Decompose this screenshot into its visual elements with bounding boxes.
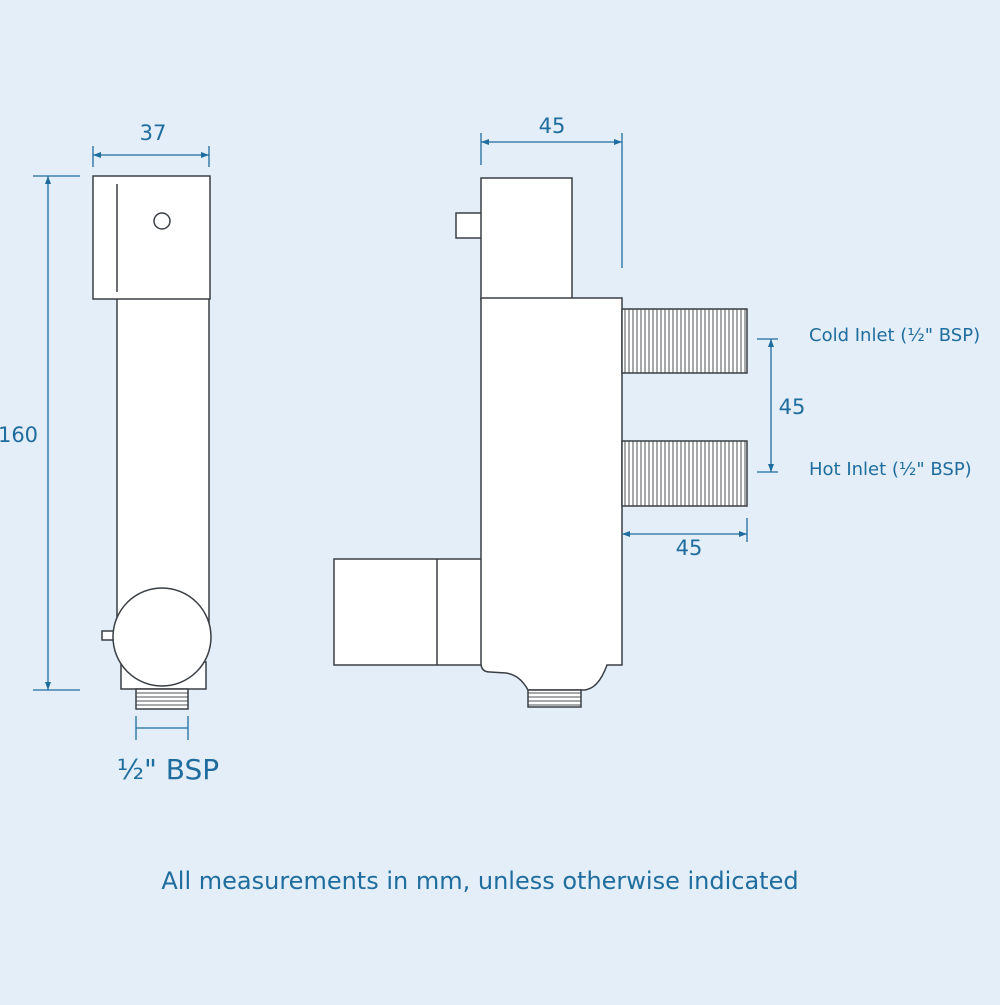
front-outlet-thread [135, 688, 189, 710]
side-head [480, 177, 573, 301]
front-knob [112, 587, 212, 687]
outlet-thread-label: ½" BSP [117, 753, 219, 786]
inlet-spacing-label: 45 [779, 395, 806, 419]
side-outlet-thread [527, 689, 582, 708]
side-handle [333, 558, 483, 666]
cold-inlet-thread [621, 308, 748, 374]
front-head-hole [153, 212, 171, 230]
side-stub [455, 212, 483, 239]
footnote: All measurements in mm, unless otherwise… [161, 867, 798, 895]
front-body [116, 297, 210, 634]
side-dimensions [480, 133, 778, 542]
hot-inlet-thread [621, 440, 748, 507]
cold-inlet-label: Cold Inlet (½" BSP) [809, 325, 980, 346]
front-view [92, 175, 212, 710]
side-view [333, 177, 748, 708]
inlet-length-label: 45 [676, 536, 703, 560]
front-width-label: 37 [140, 121, 167, 145]
front-head [92, 175, 211, 300]
front-dimensions [33, 146, 210, 740]
side-depth-label: 45 [539, 114, 566, 138]
hot-inlet-label: Hot Inlet (½" BSP) [809, 459, 972, 480]
side-body [480, 297, 623, 691]
height-label: 160 [0, 423, 38, 447]
